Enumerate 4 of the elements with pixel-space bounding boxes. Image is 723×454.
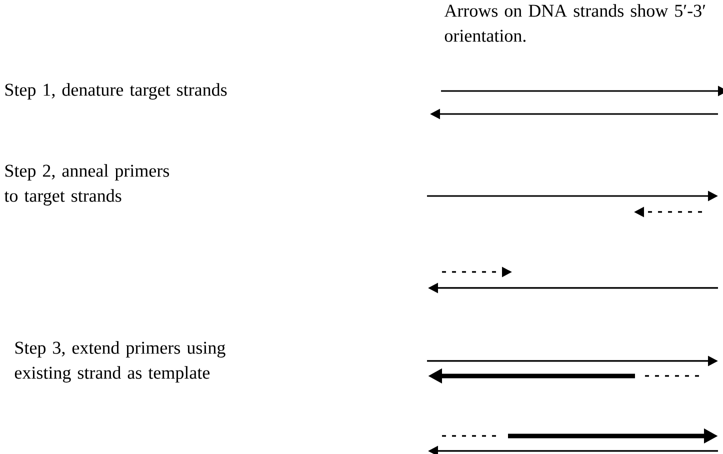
step-label: Step 1, denature target strands (5, 83, 227, 100)
step-label: Step 2, anneal primers to target strands (4, 164, 169, 206)
step-label: Step 3, extend primers using existing strand as template (14, 341, 226, 383)
note-text: Arrows on DNA strands show 5′-3′ orientation. (444, 4, 706, 42)
